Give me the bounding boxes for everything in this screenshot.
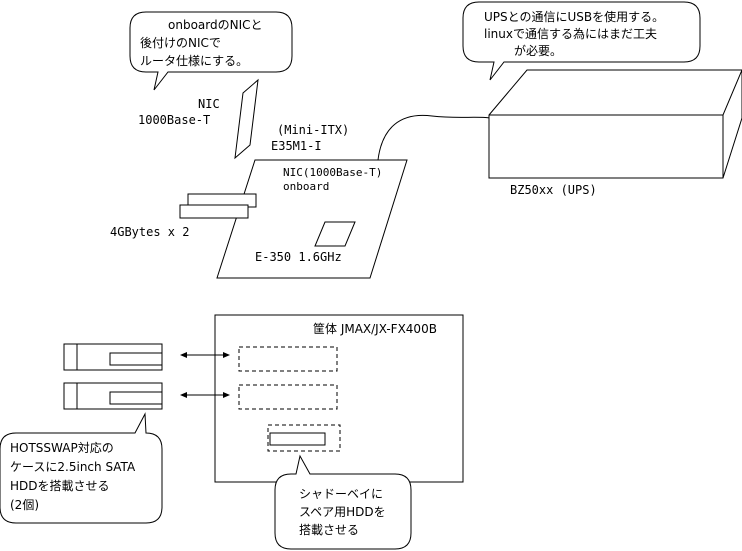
case-label: 筐体 JMAX/JX-FX400B [313, 321, 437, 336]
hotswap-tray-2 [63, 382, 163, 410]
callout-hotswap-line2: ケースに2.5inch SATA [10, 460, 136, 474]
ram-modules: 4GBytes x 2 [110, 193, 257, 239]
callout-ups-usb-line2: linuxで通信する為にはまだ工夫 [484, 27, 657, 41]
callout-ups-usb-line3: が必要。 [514, 43, 562, 58]
ram-label: 4GBytes x 2 [110, 225, 189, 239]
case: 筐体 JMAX/JX-FX400B [214, 314, 464, 483]
cpu-chip [314, 221, 356, 247]
nic-card-label-line1: NIC [198, 97, 220, 111]
callout-ups-usb-line1: UPSとの通信にUSBを使用する。 [484, 9, 664, 24]
callout-shadow-bay-line1: シャドーベイに [299, 487, 383, 501]
arrow-tray-1 [180, 352, 230, 358]
callout-shadow-bay-line2: スペア用HDDを [299, 505, 386, 519]
callout-hotswap-line3: HDDを搭載させる [10, 479, 110, 493]
nic-card-label-line2: 1000Base-T [138, 113, 210, 127]
cpu-label: E-350 1.6GHz [255, 250, 342, 264]
callout-hotswap-line1: HOTSSWAP対応の [10, 441, 114, 455]
drive-bay-1 [238, 346, 338, 372]
mobo-model: E35M1-I [271, 139, 322, 153]
onboard-nic-label-line2: onboard [283, 180, 329, 193]
hotswap-tray-1 [63, 343, 163, 371]
ram-stick-2 [179, 204, 249, 219]
callout-hotswap: HOTSSWAP対応の ケースに2.5inch SATA HDDを搭載させる (… [0, 412, 163, 524]
callout-nic-router-line1: onboardのNICと [168, 18, 263, 32]
usb-cable [377, 114, 491, 161]
mobo-form-factor: (Mini-ITX) [277, 123, 349, 137]
callout-nic-router-line2: 後付けのNICで [140, 36, 221, 50]
ups-box: BZ50xx (UPS) [488, 69, 742, 197]
callout-shadow-bay: シャドーベイに スペア用HDDを 搭載させる [274, 454, 412, 550]
callout-ups-usb: UPSとの通信にUSBを使用する。 linuxで通信する為にはまだ工夫 が必要。 [462, 1, 701, 81]
ups-label: BZ50xx (UPS) [510, 183, 597, 197]
motherboard: (Mini-ITX) E35M1-I NIC(1000Base-T) onboa… [216, 123, 408, 279]
callout-nic-router-line3: ルータ仕様にする。 [140, 54, 248, 68]
drive-bay-2 [238, 384, 338, 410]
nic-card: NIC 1000Base-T [138, 78, 259, 160]
onboard-nic-label-line1: NIC(1000Base-T) [283, 166, 382, 179]
callout-shadow-bay-line3: 搭載させる [299, 523, 359, 537]
callout-nic-router: onboardのNICと 後付けのNICで ルータ仕様にする。 [129, 11, 293, 91]
callout-hotswap-line4: (2個) [10, 498, 39, 512]
arrow-tray-2 [180, 392, 230, 398]
spare-hdd [269, 432, 326, 446]
